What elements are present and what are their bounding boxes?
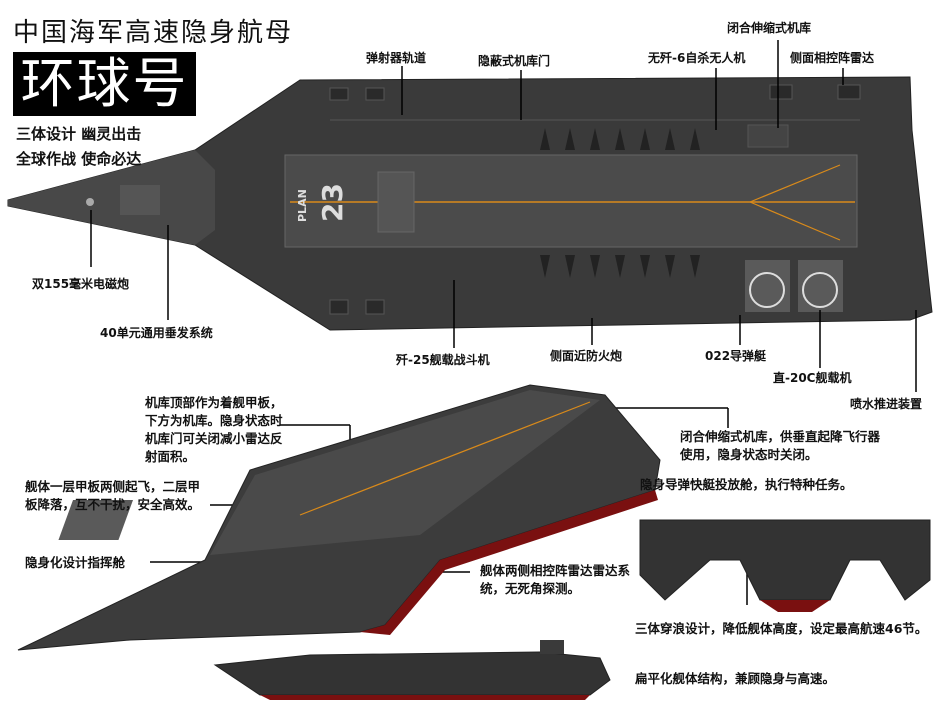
label-retract-hangar: 闭合伸缩式机库 <box>727 21 812 35</box>
top-view-ship <box>7 76 933 331</box>
label-catapult: 弹射器轨道 <box>366 51 427 65</box>
slogan-line: 三体设计 幽灵出击 <box>16 125 142 143</box>
note-boat-bay: 隐身导弹快艇投放舱，执行特种任务。 <box>640 477 853 492</box>
note-flat-hull: 扁平化舰体结构，兼顾隐身与高速。 <box>635 671 836 686</box>
page-title: 中国海军高速隐身航母 <box>13 18 294 48</box>
isometric-view-ship <box>17 384 661 651</box>
label-drone: 无歼-6自杀无人机 <box>648 51 746 65</box>
note-trimaran: 三体穿浪设计，降低舰体高度，设定最高航速46节。 <box>635 621 928 636</box>
ship-name: 环球号 <box>13 52 196 116</box>
label-hangar-door: 隐蔽式机库门 <box>478 54 551 68</box>
deck-plan-marking: PLAN <box>296 189 309 222</box>
label-missile-boat: 022导弹艇 <box>705 349 767 363</box>
note-bridge: 隐身化设计指挥舱 <box>25 555 126 570</box>
note-decks: 舰体一层甲板两侧起飞，二层甲板降落，互不干扰，安全高效。 <box>25 479 201 513</box>
note-radar: 舰体两侧相控阵雷达雷达系统，无死角探测。 <box>480 563 631 597</box>
label-railgun: 双155毫米电磁炮 <box>32 277 130 291</box>
note-hangar-roof: 机库顶部作为着舰甲板，下方为机库。隐身状态时机库门可关闭减小雷达反射面积。 <box>145 395 283 465</box>
label-vls: 40单元通用垂发系统 <box>100 326 213 340</box>
label-side-radar: 侧面相控阵雷达 <box>790 51 875 65</box>
front-view-ship <box>639 519 931 612</box>
label-ciws: 侧面近防火炮 <box>550 349 623 363</box>
note-retract-hangar: 闭合伸缩式机库，供垂直起降飞行器使用，隐身状态时关闭。 <box>680 429 881 463</box>
label-fighter: 歼-25舰载战斗机 <box>396 353 490 367</box>
slogan: 三体设计 幽灵出击 全球作战 使命必达 <box>16 122 141 172</box>
slogan-line: 全球作战 使命必达 <box>16 150 142 168</box>
label-waterjet: 喷水推进装置 <box>850 397 923 411</box>
side-view-ship <box>213 640 611 700</box>
label-helicopter: 直-20C舰载机 <box>773 371 852 385</box>
deck-number-marking: 23 <box>316 183 349 222</box>
